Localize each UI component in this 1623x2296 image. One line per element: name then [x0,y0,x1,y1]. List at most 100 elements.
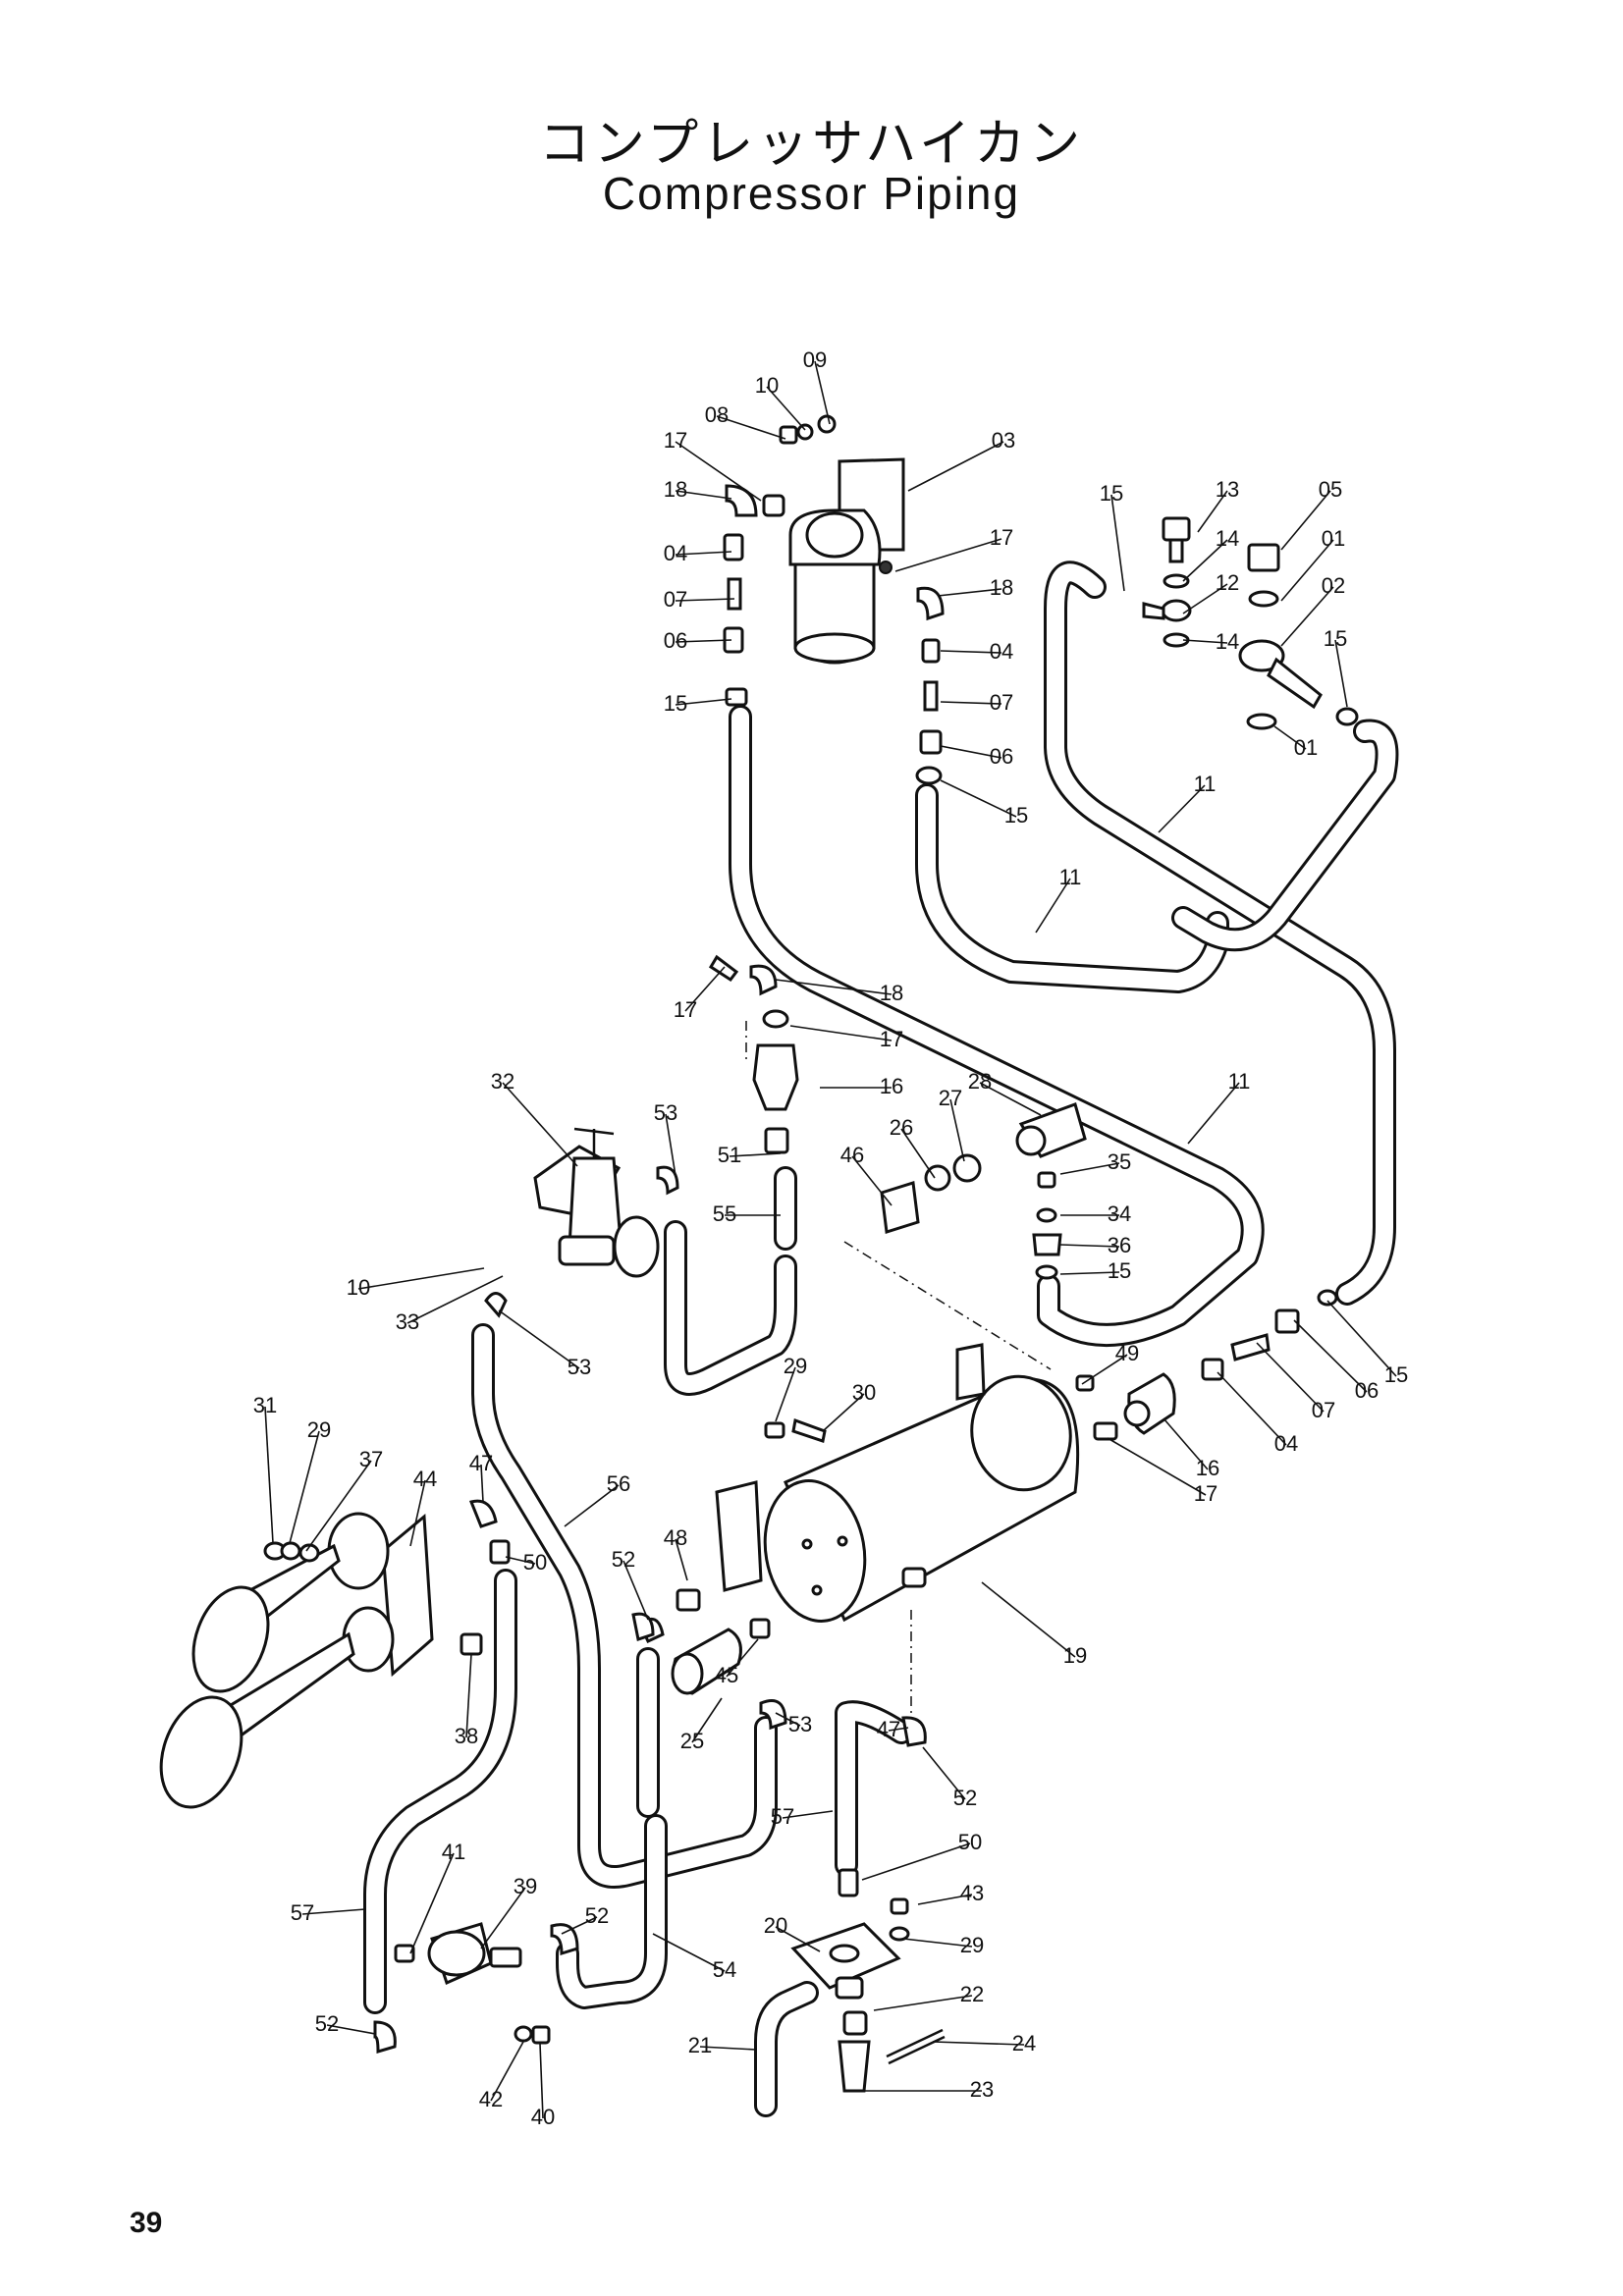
callout-leader [1059,1244,1120,1248]
center-lines [745,1021,1052,1728]
callout-leader [1158,784,1206,833]
callout-label-51: 51 [718,1143,741,1167]
callout-label-31: 31 [253,1393,277,1417]
air-horn [159,1512,483,1809]
callout-leader [726,1638,759,1678]
callout-label-18: 18 [880,981,903,1005]
callout-leader [932,2041,1025,2046]
callout-label-47: 47 [469,1451,493,1475]
callout-label-11: 11 [1194,772,1217,796]
callout-leader [861,1842,971,1881]
callout-label-29: 29 [784,1354,807,1378]
callout-label-56: 56 [607,1471,630,1496]
callout-leader [917,1894,973,1905]
callout-leader [301,1908,366,1915]
callout-leader [498,1309,580,1369]
callout-leader [684,966,726,1012]
callout-leader [940,701,1002,705]
callout-label-13: 13 [1216,477,1239,502]
callout-label-17: 17 [674,997,697,1022]
callout-label-53: 53 [788,1712,812,1736]
callout-leader [873,1995,973,2011]
lower-right-valve [1075,1289,1338,1441]
callout-label-49: 49 [1115,1341,1139,1365]
callout-label-53: 53 [654,1100,677,1125]
hoses [363,561,1399,2117]
callout-label-53: 53 [568,1355,591,1379]
callout-leader [775,1712,801,1727]
callout-leader [406,1275,504,1324]
callout-leader [1280,586,1334,647]
callout-leader [789,1025,893,1041]
callout-label-06: 06 [990,744,1013,769]
callout-label-57: 57 [771,1804,794,1829]
callout-label-01: 01 [1294,735,1318,760]
callout-label-50: 50 [523,1550,547,1575]
callout-label-45: 45 [715,1663,738,1687]
callout-label-38: 38 [455,1724,478,1748]
callout-leader [480,1887,526,1949]
callout-label-04: 04 [1274,1431,1298,1456]
callout-label-26: 26 [890,1115,913,1140]
callout-label-15: 15 [1324,626,1347,651]
callout-label-39: 39 [514,1874,537,1898]
callout-label-25: 25 [680,1729,704,1753]
callout-leaders [264,360,1397,2119]
callout-label-09: 09 [803,347,827,372]
callout-label-52: 52 [315,2011,339,2036]
callout-label-52: 52 [612,1547,635,1572]
callout-leader [814,360,831,425]
callout-leader [940,745,1002,759]
callout-label-14: 14 [1216,629,1239,654]
air-tank [715,1343,1080,1623]
callout-leader [1059,1271,1120,1275]
pressure-regulator [484,1127,679,1318]
callout-leader [539,2043,544,2119]
title-japanese: コンプレッサハイカン [538,115,1085,174]
callout-label-15: 15 [1100,481,1123,506]
callout-label-55: 55 [713,1201,736,1226]
callout-label-15: 15 [664,691,687,716]
callout-leader [326,2024,376,2035]
callout-leader [691,1697,723,1743]
callout-leader [264,1406,274,1544]
callout-leader [465,1653,472,1738]
callout-leader [1326,1300,1397,1377]
callout-leader [1256,1342,1325,1413]
callout-label-18: 18 [664,477,687,502]
callout-leader [1187,1082,1240,1145]
callout-label-07: 07 [664,587,687,612]
callout-leader [1334,639,1348,708]
callout-label-17: 17 [664,428,687,453]
callout-leader [900,1128,936,1179]
callout-leader [888,1727,909,1732]
callout-label-02: 02 [1322,573,1345,598]
callout-label-10: 10 [347,1275,370,1300]
callout-leader [622,1560,649,1621]
callout-label-52: 52 [953,1786,977,1810]
callout-leader [782,1810,834,1819]
callout-label-27: 27 [939,1086,962,1110]
callout-leader [675,1538,688,1581]
callout-leader [357,1267,485,1290]
callout-leader [675,698,732,706]
callout-label-06: 06 [1355,1378,1379,1403]
callout-label-46: 46 [840,1143,864,1167]
callout-leader [699,2046,757,2051]
title-english: Compressor Piping [602,168,1021,219]
callout-label-42: 42 [479,2087,503,2111]
callout-label-21: 21 [688,2033,712,2057]
check-valve [708,954,799,1154]
callout-label-34: 34 [1108,1201,1131,1226]
callout-leader [902,1938,973,1948]
callout-label-22: 22 [960,1982,984,2006]
callout-label-15: 15 [1004,803,1028,828]
callout-label-04: 04 [990,639,1013,664]
callout-leader [305,1460,372,1552]
callout-label-57: 57 [291,1900,314,1925]
callout-leader [1293,1319,1368,1393]
callout-label-08: 08 [705,402,729,427]
callout-leader [1280,490,1331,551]
callout-label-07: 07 [1312,1398,1335,1422]
